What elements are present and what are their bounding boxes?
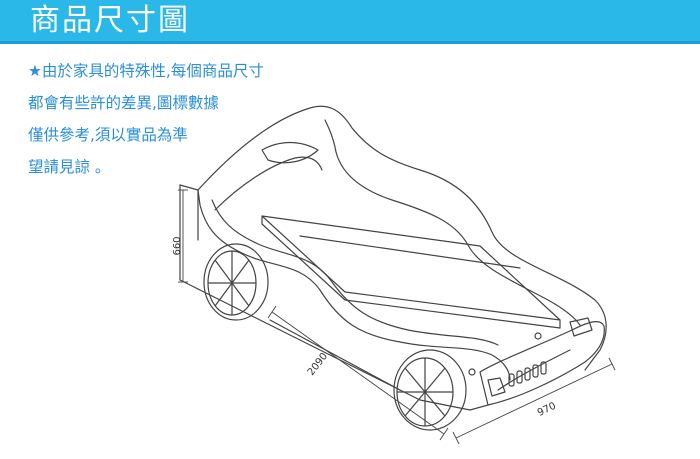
notice-line-4: 望請見諒 。 <box>28 158 111 176</box>
front-bumper <box>479 321 605 406</box>
header-banner: 商品尺寸圖 <box>0 0 700 42</box>
height-label: 660 <box>172 236 183 255</box>
page-title: 商品尺寸圖 <box>30 3 190 38</box>
bed-base <box>261 215 561 321</box>
length-label: 2090 <box>306 351 330 378</box>
length-dimension-line <box>271 311 445 435</box>
width-dimension-line <box>455 363 613 439</box>
header-underline <box>0 41 700 44</box>
notice-line-2: 都會有些許的差異,圖標數據 <box>28 94 219 112</box>
notice-line-3: 僅供參考,須以實品為準 <box>28 126 188 144</box>
notice-text: ★由於家具的特殊性,每個商品尺寸 都會有些許的差異,圖標數據 僅供參考,須以實品… <box>28 58 264 186</box>
rear-wheel <box>203 243 269 321</box>
car-bed-outer-side <box>197 105 607 371</box>
width-label: 970 <box>536 401 558 419</box>
car-bed-near-side <box>197 189 511 381</box>
front-wheel <box>393 349 467 431</box>
notice-line-1: ★由於家具的特殊性,每個商品尺寸 <box>28 62 264 80</box>
